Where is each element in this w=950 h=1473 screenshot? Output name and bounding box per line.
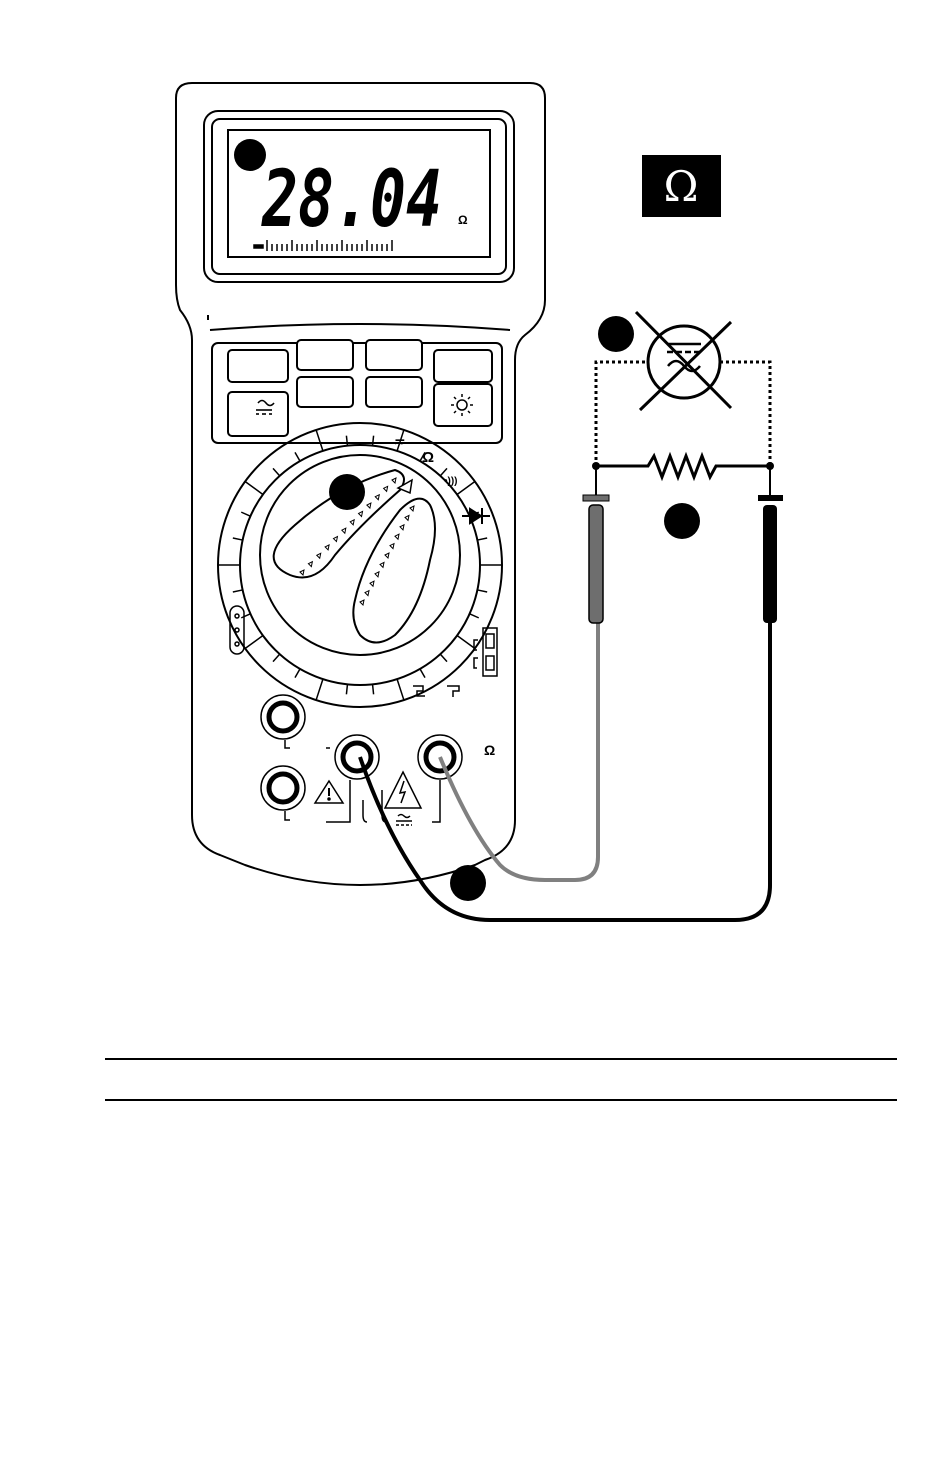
button-7[interactable]: [366, 377, 422, 407]
dial-tick: [346, 436, 347, 446]
continuity-icon: •))): [444, 476, 458, 487]
dial-tick: [233, 538, 243, 540]
dial-tick: [316, 679, 323, 700]
rule-top: [105, 1058, 897, 1060]
callout-leads: [450, 865, 486, 901]
red-probe[interactable]: [583, 468, 609, 623]
jack-com[interactable]: [335, 735, 379, 779]
button-backlight[interactable]: [434, 384, 492, 426]
dial-tick: [373, 436, 374, 446]
callout-resistor: [664, 503, 700, 539]
warning-icon: [315, 781, 343, 803]
dial-tick: [457, 636, 475, 649]
dial-tick: [440, 654, 447, 661]
capacitor-crossed-icon: [636, 312, 731, 410]
dial-tick: [477, 538, 487, 540]
display-reading: 28.04: [260, 155, 442, 245]
dial-tick: [273, 468, 280, 475]
button-6[interactable]: [297, 377, 353, 407]
button-4[interactable]: [434, 350, 492, 382]
display-unit: Ω: [458, 213, 468, 227]
callout-circuit-power: [598, 316, 634, 352]
dial-tick: [233, 590, 243, 592]
dial-label-acdc: ≂: [394, 433, 406, 449]
button-2[interactable]: [297, 340, 353, 370]
dial-tick: [241, 512, 250, 516]
dial-tick: [397, 679, 404, 700]
callout-dial: [329, 474, 365, 510]
dial-tick: [457, 482, 475, 495]
jack-a[interactable]: [261, 695, 305, 739]
dial-side-dots: [230, 606, 244, 654]
dial-tick: [477, 590, 487, 592]
omega-icon: Ω: [664, 162, 699, 211]
high-voltage-icon: [385, 772, 421, 825]
jack-ma[interactable]: [261, 766, 305, 810]
dial-tick: [245, 636, 263, 649]
resistor-icon: [596, 456, 770, 477]
dial-tick: [295, 452, 300, 461]
rule-bottom: [105, 1099, 897, 1101]
black-probe[interactable]: [758, 468, 783, 623]
dial-tick: [346, 684, 347, 694]
red-test-lead: [440, 620, 598, 880]
dial-label-ohm: Ω: [422, 449, 434, 466]
dial-tick: [295, 669, 300, 678]
dial-tick: [420, 669, 425, 678]
dial-tick: [440, 468, 447, 475]
dial-tick: [241, 614, 250, 618]
dial-tick: [316, 430, 323, 451]
terminal-label-ohm: Ω: [484, 742, 495, 758]
dial-tick: [245, 482, 263, 495]
button-3[interactable]: [366, 340, 422, 370]
dial-tick: [273, 654, 280, 661]
dial-tick: [373, 684, 374, 694]
dial-tick: [470, 614, 479, 618]
button-1[interactable]: [228, 350, 288, 382]
